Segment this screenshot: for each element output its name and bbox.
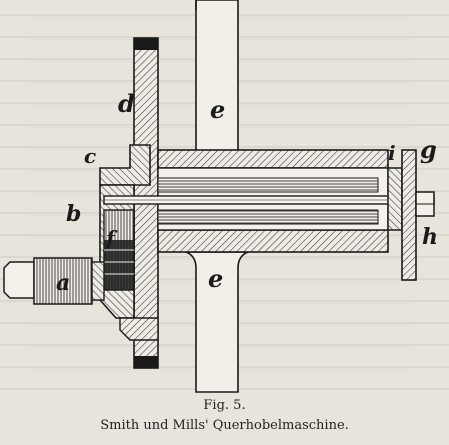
machine-cross-section-drawing: d e c i g b f h e a [3,0,438,393]
label-f: f [104,226,118,250]
label-b: b [66,201,81,227]
label-g: g [420,135,437,164]
label-c: c [84,144,96,168]
bearing-i [387,167,403,231]
label-i: i [388,141,396,165]
label-e-upper: e [210,95,225,124]
figure-caption: Smith und Mills' Querhobelmaschine. [100,418,349,433]
figure-number: Fig. 5. [203,398,246,413]
shaft-a [3,257,105,305]
label-d: d [118,89,135,118]
hub [157,149,389,253]
plate-g-h [401,149,435,281]
label-h: h [422,224,438,250]
spindle [103,195,435,205]
label-a: a [56,270,70,296]
label-e-lower: e [208,264,223,293]
gear-f [103,209,135,291]
